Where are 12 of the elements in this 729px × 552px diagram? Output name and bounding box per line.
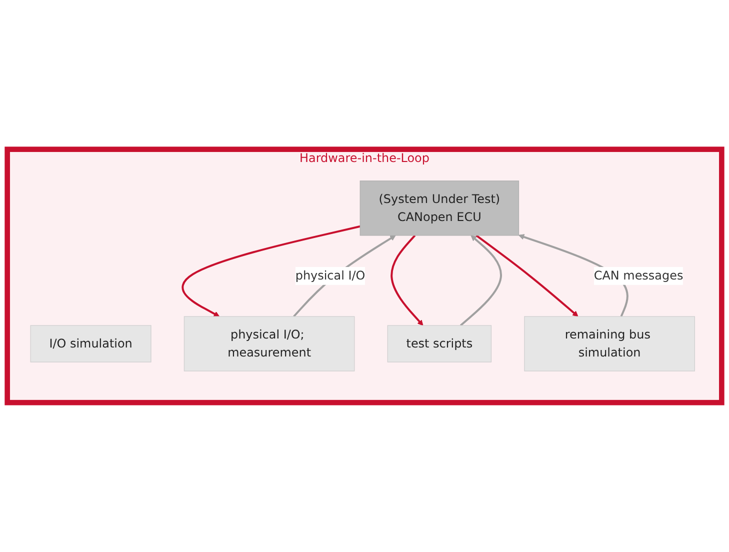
node-box: (System Under Test) CANopen ECU: [360, 180, 520, 236]
node-box: remaining bus simulation: [524, 316, 695, 372]
arrow: [476, 234, 578, 317]
node-box: test scripts: [387, 325, 492, 362]
edge-label: CAN messages: [594, 269, 684, 283]
arrow: [390, 234, 424, 326]
arrow: [182, 225, 360, 317]
edge-label: physical I/O: [295, 269, 366, 283]
arrow: [460, 235, 502, 326]
arrow: [293, 235, 396, 318]
node-box: I/O simulation: [30, 325, 152, 362]
node-box: physical I/O; measurement: [184, 316, 355, 372]
